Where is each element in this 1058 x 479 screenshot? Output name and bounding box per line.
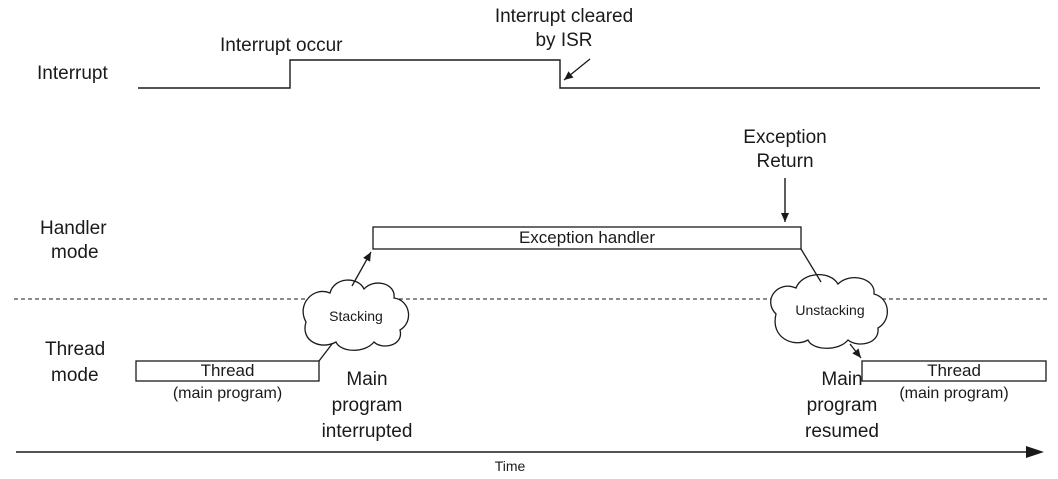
thread-mode-label-line1: Thread — [45, 339, 106, 360]
stacking-label: Stacking — [329, 308, 383, 324]
interrupt-signal-waveform — [138, 59, 1040, 89]
interrupt-cleared-label-line1: Interrupt cleared — [494, 6, 634, 27]
thread-mode-label-line2: mode — [51, 365, 99, 386]
exception-return-label-line2: Return — [756, 151, 814, 172]
handler-mode-label-line1: Handler — [40, 218, 107, 239]
main-interrupted-line3: interrupted — [321, 421, 413, 442]
interrupt-occur-label: Interrupt occur — [220, 35, 343, 56]
main-resumed-line2: program — [806, 395, 878, 416]
unstacking-label: Unstacking — [795, 302, 865, 318]
stacking-cloud-shape — [302, 279, 410, 351]
thread-left-sublabel: (main program) — [172, 385, 283, 402]
exception-handler-label: Exception handler — [518, 228, 656, 247]
time-axis-label: Time — [494, 458, 526, 474]
thread-right-sublabel: (main program) — [899, 385, 1009, 402]
interrupt-cleared-arrow — [563, 58, 591, 81]
exception-return-label-line1: Exception — [743, 127, 827, 148]
thread-left-label: Thread — [200, 361, 255, 380]
unstacking-cloud-shape — [770, 274, 888, 349]
main-interrupted-line2: program — [331, 395, 403, 416]
exception-handler-box — [372, 226, 802, 250]
interrupt-cleared-label-line2: by ISR — [535, 30, 593, 51]
interrupt-row-label: Interrupt — [37, 63, 108, 84]
handler-to-unstacking-line — [800, 248, 822, 283]
thread-box-left — [135, 360, 320, 382]
thread-right-label: Thread — [927, 361, 981, 380]
main-interrupted-line1: Main — [346, 369, 388, 390]
unstacking-to-thread-arrow — [849, 343, 862, 359]
handler-mode-label-line2: mode — [51, 242, 99, 263]
thread-box-right — [861, 360, 1047, 382]
time-axis-arrowhead — [1026, 446, 1044, 458]
stacking-to-handler-arrow — [351, 251, 372, 287]
main-resumed-line3: resumed — [805, 421, 879, 442]
main-resumed-line1: Main — [821, 369, 863, 390]
thread-to-stacking-line — [318, 343, 333, 362]
